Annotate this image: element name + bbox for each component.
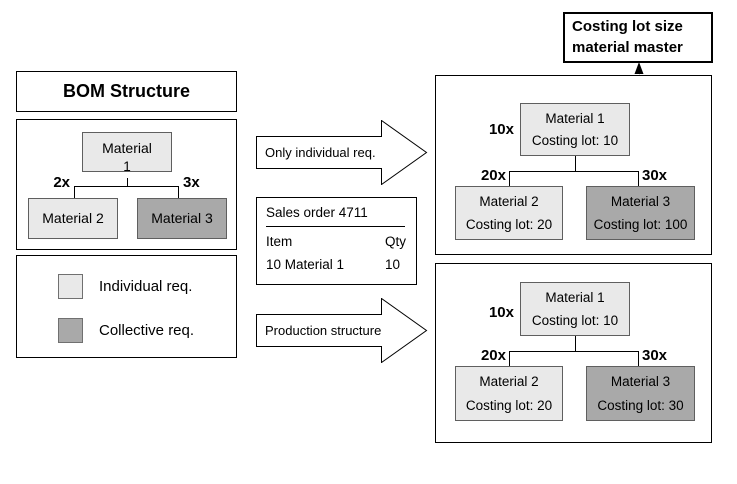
node-title: Material 1 (545, 290, 605, 305)
connector-bracket (509, 171, 639, 186)
root-multiplier: 10x (488, 121, 514, 138)
bom-root-label: Material (102, 140, 152, 156)
right-multiplier: 30x (642, 347, 668, 364)
sales-order-col-item: Item (266, 234, 293, 249)
legend-panel: Individual req. Collective req. (16, 255, 237, 358)
connector-stem (127, 178, 128, 186)
node-costing-lot: Costing lot: 30 (597, 397, 684, 413)
bom-title: BOM Structure (62, 81, 190, 101)
sales-order-title: Sales order 4711 (266, 205, 368, 220)
material-3-node: Material 3 Costing lot: 100 (586, 186, 695, 240)
node-title: Material 3 (610, 194, 671, 209)
node-label: Material 2 (42, 210, 104, 226)
arrow-only-individual-req: Only individual req. (256, 119, 428, 186)
sales-order-rule (266, 226, 405, 227)
node-costing-lot: Costing lot: 20 (465, 397, 553, 413)
node-costing-lot: Costing lot: 10 (531, 133, 619, 149)
bom-tree-panel: Material 1 2x 3x Material 2 Material 3 (16, 119, 237, 250)
material-2-node: Material 2 Costing lot: 20 (455, 366, 563, 421)
right-arrow-shape (256, 119, 428, 186)
left-multiplier: 20x (480, 347, 506, 364)
multiplier-3x: 3x (183, 174, 200, 191)
right-multiplier: 30x (642, 167, 668, 184)
node-costing-lot: Costing lot: 100 (593, 217, 688, 232)
sales-order-col-qty: Qty (385, 234, 407, 249)
connector-stem (575, 336, 576, 351)
sales-order-line-qty: 10 (385, 257, 401, 272)
material-2-node: Material 2 Costing lot: 20 (455, 186, 563, 240)
node-title: Material 2 (479, 194, 539, 209)
bom-root-node: Material 1 (82, 132, 172, 174)
bom-root-sub-label: 1 (123, 159, 131, 174)
sales-order-line-item: 10 Material 1 (266, 257, 345, 272)
multiplier-2x: 2x (53, 174, 70, 191)
bom-child-material-2: Material 2 (28, 198, 118, 239)
legend-swatch-collective (58, 318, 83, 343)
bom-child-material-3: Material 3 (137, 198, 227, 239)
left-multiplier: 20x (480, 167, 506, 184)
arrow-production-structure: Production structure (256, 297, 428, 364)
legend-label-individual: Individual req. (99, 278, 193, 295)
root-multiplier: 10x (488, 304, 514, 321)
node-label: Material 3 (151, 210, 213, 226)
material-1-node: Material 1 Costing lot: 10 (520, 103, 630, 156)
arrow-label: Only individual req. (265, 145, 376, 160)
legend-label-collective: Collective req. (99, 322, 195, 339)
legend-swatch-individual (58, 274, 83, 299)
connector-bracket (74, 186, 179, 198)
arrow-label: Production structure (265, 323, 382, 338)
sales-order-panel: Sales order 4711 Item Qty 10 Material 1 … (256, 197, 417, 285)
costing-lot-size-note: Costing lot size material master (563, 12, 713, 63)
right-arrow-shape (256, 297, 428, 364)
node-title: Material 1 (545, 110, 605, 126)
material-1-node: Material 1 Costing lot: 10 (520, 282, 630, 336)
production-structure-panel: 10x Material 1 Costing lot: 10 20x 30x M… (435, 263, 712, 443)
node-title: Material 2 (479, 374, 539, 390)
node-costing-lot: Costing lot: 10 (531, 313, 619, 328)
connector-bracket (509, 351, 639, 366)
node-costing-lot: Costing lot: 20 (465, 217, 553, 232)
node-title: Material 3 (610, 374, 671, 390)
bom-title-panel: BOM Structure (16, 71, 237, 112)
material-3-node: Material 3 Costing lot: 30 (586, 366, 695, 421)
individual-req-structure-panel: 10x Material 1 Costing lot: 10 20x 30x M… (435, 75, 712, 255)
connector-stem (575, 156, 576, 171)
